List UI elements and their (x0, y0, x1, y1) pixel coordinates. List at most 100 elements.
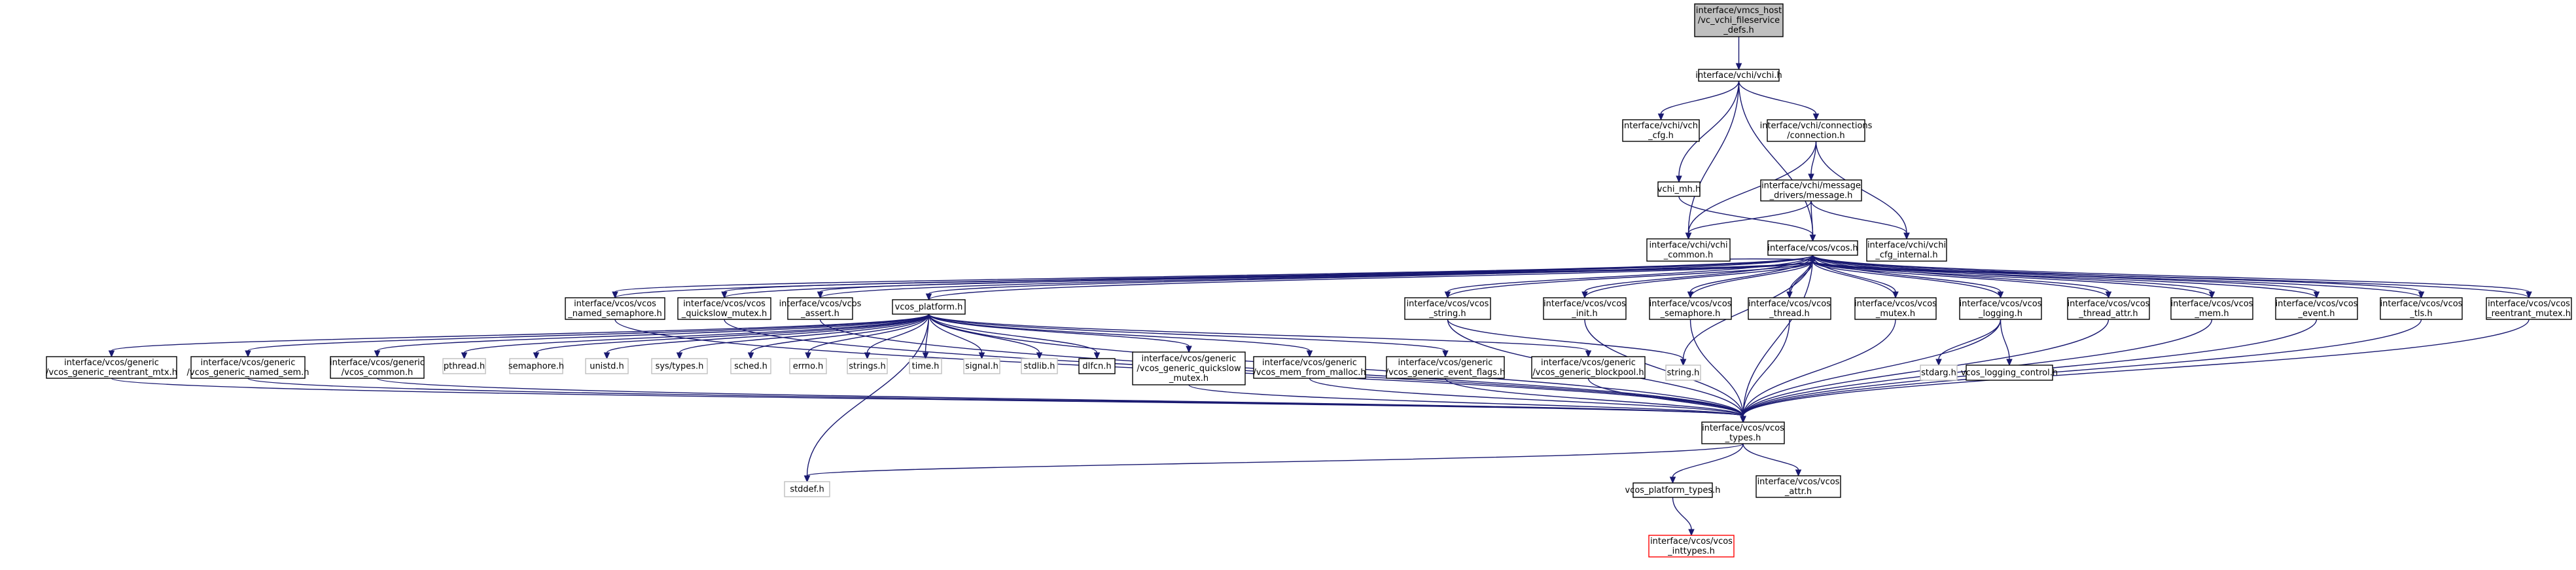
node-strings[interactable]: strings.h (847, 358, 888, 374)
node-box-quickslow (677, 297, 771, 320)
node-box-vstring (1404, 297, 1491, 320)
node-dlfcn[interactable]: dlfcn.h (1078, 358, 1116, 374)
node-attr[interactable]: interface/vcos/vcos_attr.h (1756, 475, 1841, 498)
node-label-vstring-0: interface/vcos/vcos (1407, 299, 1489, 309)
arrowhead-message-to-cfg_internal (1903, 232, 1910, 240)
node-label-dlfcn-0: dlfcn.h (1082, 362, 1111, 372)
node-semaphore_h[interactable]: semaphore.h (508, 358, 564, 374)
arrowhead-platform-to-gen_mem_malloc (1306, 350, 1313, 358)
node-stdlib[interactable]: stdlib.h (1021, 358, 1058, 374)
edge-vchi-to-vchi_cfg (1660, 80, 1740, 115)
arrowhead-vcos-to-quickslow (721, 291, 728, 299)
node-logging[interactable]: interface/vcos/vcos_logging.h (1959, 297, 2042, 320)
node-label-attr-1: _attr.h (1784, 487, 1812, 497)
node-label-time-0: time.h (912, 362, 940, 372)
node-message[interactable]: interface/vchi/message_drivers/message.h (1760, 179, 1862, 202)
edge-vcos-to-vstring (1447, 255, 1814, 293)
edge-platform-to-pthread (463, 313, 930, 353)
arrowhead-vcos-to-assert (817, 291, 824, 299)
node-label-errno-0: errno.h (793, 362, 824, 372)
node-gen_event_flags[interactable]: interface/vcos/generic/vcos_generic_even… (1386, 356, 1506, 379)
node-platform[interactable]: vcos_platform.h (892, 299, 966, 315)
node-vchi[interactable]: interface/vchi/vchi.h (1695, 69, 1782, 82)
node-box-stdarg (1920, 365, 1958, 381)
node-label-cfg_internal-1: _cfg_internal.h (1875, 251, 1937, 260)
node-errno[interactable]: errno.h (789, 358, 827, 374)
node-box-gen_blockpool (1531, 356, 1646, 379)
node-tls[interactable]: interface/vcos/vcos_tls.h (2380, 297, 2463, 320)
node-label-gen_common-1: /vcos_common.h (342, 368, 413, 378)
node-label-init-0: interface/vcos/vcos (1544, 299, 1626, 309)
node-time[interactable]: time.h (909, 358, 942, 374)
node-gen_common[interactable]: interface/vcos/generic/vcos_common.h (330, 356, 425, 379)
node-box-signal (963, 358, 1000, 374)
arrowhead-platform-to-signal (978, 352, 985, 360)
arrowhead-platform-to-dlfcn (1093, 352, 1101, 360)
node-stdarg[interactable]: stdarg.h (1920, 365, 1958, 381)
node-stddef[interactable]: stddef.h (784, 481, 830, 497)
node-box-mutex (1854, 297, 1937, 320)
node-box-gen_event_flags (1386, 356, 1505, 379)
node-unistd[interactable]: unistd.h (585, 358, 629, 374)
node-box-connection (1767, 119, 1865, 142)
edge-gen_named_sem-to-vcos_types (247, 378, 1744, 417)
node-platform_types[interactable]: vcos_platform_types.h (1625, 482, 1721, 498)
arrowhead-vcos-to-event (2313, 291, 2320, 299)
arrowhead-logging-to-stdarg (1935, 359, 1942, 366)
node-thread_attr[interactable]: interface/vcos/vcos_thread_attr.h (2067, 297, 2150, 320)
edge-platform-to-gen_quickslow (928, 313, 1190, 347)
edge-vcos-to-logging (1812, 255, 2002, 293)
node-gen_named_sem[interactable]: interface/vcos/generic/vcos_generic_name… (187, 356, 309, 379)
node-semaphore[interactable]: interface/vcos/vcos_semaphore.h (1649, 297, 1732, 320)
node-connection[interactable]: interface/vchi/connections/connection.h (1760, 119, 1873, 142)
node-pthread[interactable]: pthread.h (442, 358, 486, 374)
node-gen_mem_malloc[interactable]: interface/vcos/generic/vcos_mem_from_mal… (1253, 356, 1366, 379)
node-log_control[interactable]: vcos_logging_control.h (1961, 365, 2058, 381)
node-string_h[interactable]: string.h (1665, 365, 1701, 381)
node-box-vchi_cfg (1622, 119, 1700, 142)
node-gen_reentrant[interactable]: interface/vcos/generic/vcos_generic_reen… (46, 356, 177, 379)
node-assert[interactable]: interface/vcos/vcos_assert.h (779, 297, 862, 320)
node-label-init-1: _init.h (1571, 309, 1597, 319)
node-label-message-0: interface/vchi/message (1761, 181, 1861, 191)
node-vchi_mh[interactable]: vchi_mh.h (1657, 181, 1701, 197)
edge-thread-to-vcos_types (1742, 319, 1790, 417)
node-cfg_internal[interactable]: interface/vchi/vchi_cfg_internal.h (1866, 238, 1947, 262)
edge-init-to-vcos_types (1584, 319, 1744, 417)
node-gen_blockpool[interactable]: interface/vcos/generic/vcos_generic_bloc… (1531, 356, 1646, 379)
node-label-inttypes-0: interface/vcos/vcos (1650, 537, 1733, 546)
node-inttypes[interactable]: interface/vcos/vcos_inttypes.h (1648, 535, 1735, 558)
node-vcos_types[interactable]: interface/vcos/vcos_types.h (1701, 421, 1785, 444)
node-reentrant[interactable]: interface/vcos/vcos_reentrant_mutex.h (2486, 297, 2572, 320)
node-box-vcos_types (1701, 421, 1785, 444)
node-mutex[interactable]: interface/vcos/vcos_mutex.h (1854, 297, 1937, 320)
node-vstring[interactable]: interface/vcos/vcos_string.h (1404, 297, 1491, 320)
node-box-message (1760, 179, 1862, 202)
node-gen_quickslow[interactable]: interface/vcos/generic/vcos_generic_quic… (1132, 351, 1246, 385)
node-box-unistd (585, 358, 629, 374)
node-label-tls-0: interface/vcos/vcos (2380, 299, 2463, 309)
node-init[interactable]: interface/vcos/vcos_init.h (1543, 297, 1627, 320)
node-vcos[interactable]: interface/vcos/vcos.h (1767, 240, 1858, 256)
edge-vcos-to-init (1584, 255, 1814, 293)
node-label-mutex-1: _mutex.h (1875, 309, 1915, 319)
node-label-vchi_cfg-0: interface/vchi/vchi (1621, 121, 1700, 131)
node-sched[interactable]: sched.h (730, 358, 771, 374)
node-label-mutex-0: interface/vcos/vcos (1854, 299, 1937, 309)
node-vchi_common[interactable]: interface/vchi/vchi_common.h (1646, 238, 1731, 262)
node-systypes[interactable]: sys/types.h (651, 358, 708, 374)
node-mem[interactable]: interface/vcos/vcos_mem.h (2170, 297, 2253, 320)
edge-platform-to-errno (807, 313, 930, 353)
node-vchi_cfg[interactable]: interface/vchi/vchi_cfg.h (1621, 119, 1701, 142)
node-label-platform_types-0: vcos_platform_types.h (1625, 486, 1721, 495)
node-signal[interactable]: signal.h (963, 358, 1000, 374)
node-thread[interactable]: interface/vcos/vcos_thread.h (1748, 297, 1831, 320)
node-event[interactable]: interface/vcos/vcos_event.h (2275, 297, 2358, 320)
node-box-named_sem (565, 297, 665, 320)
node-named_sem[interactable]: interface/vcos/vcos_named_semaphore.h (565, 297, 665, 320)
node-label-vchi-0: interface/vchi/vchi.h (1695, 71, 1782, 80)
node-root[interactable]: interface/vmcs_host/vc_vchi_fileservice_… (1694, 3, 1784, 37)
node-quickslow[interactable]: interface/vcos/vcos_quickslow_mutex.h (677, 297, 771, 320)
arrowhead-vcos-to-tls (2418, 291, 2425, 299)
edge-vchi-to-vcos (1738, 80, 1814, 236)
